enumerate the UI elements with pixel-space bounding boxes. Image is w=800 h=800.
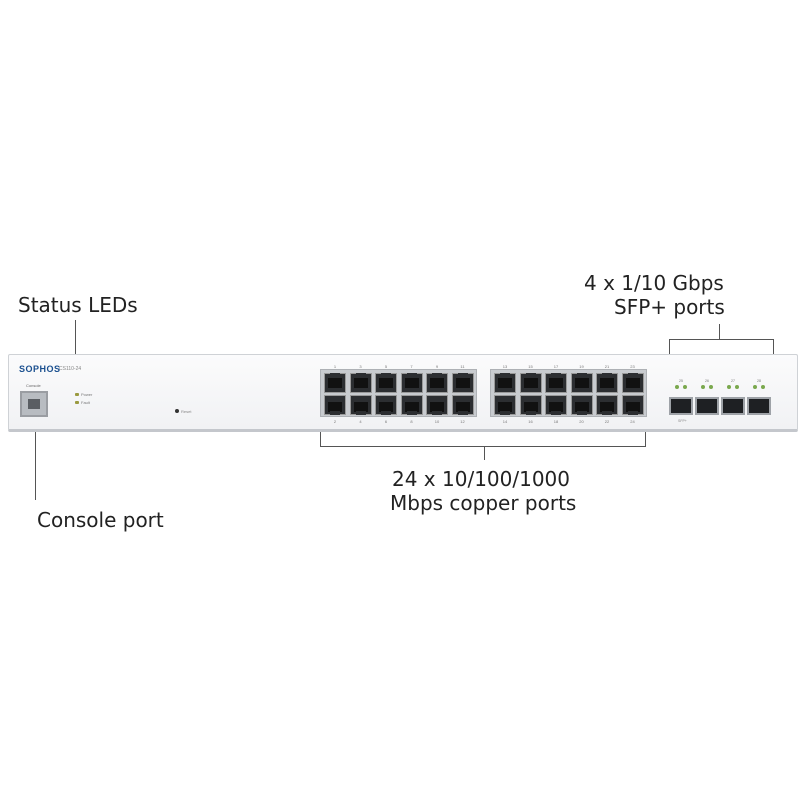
status-leds-callout: Status LEDs — [18, 293, 138, 317]
sfp-callout-line2: SFP+ ports — [614, 295, 725, 319]
sfp-port-27[interactable] — [721, 397, 745, 415]
port-number: 6 — [384, 419, 388, 424]
port-number: 5 — [384, 364, 388, 369]
sfp-status-led — [727, 385, 731, 389]
copper-port-23[interactable] — [621, 373, 644, 393]
copper-port-block-1 — [320, 369, 477, 417]
copper-callout-line2: Mbps copper ports — [390, 491, 577, 515]
copper-port-21[interactable] — [596, 373, 618, 393]
port-number: 19 — [579, 364, 584, 369]
port-number: 23 — [630, 364, 635, 369]
sfp-bracket-stem — [719, 324, 720, 340]
port-number: 16 — [528, 419, 533, 424]
copper-port-7[interactable] — [400, 373, 423, 393]
copper-port-15[interactable] — [519, 373, 542, 393]
copper-port-9[interactable] — [426, 373, 448, 393]
port-number: 18 — [553, 419, 559, 424]
sfp-status-led — [709, 385, 713, 389]
port-number: 20 — [579, 419, 584, 424]
port-number: 11 — [460, 364, 465, 369]
copper-port-14[interactable] — [494, 395, 516, 415]
copper-port-18[interactable] — [545, 395, 567, 415]
copper-bracket-bottom — [320, 446, 646, 447]
copper-port-24[interactable] — [621, 395, 644, 415]
sfp-status-led — [683, 385, 687, 389]
port-number: 2 — [333, 419, 337, 424]
sfp-status-led — [735, 385, 739, 389]
port-number: 15 — [528, 364, 533, 369]
copper-port-16[interactable] — [519, 395, 542, 415]
model-label: CS110-24 — [59, 366, 82, 372]
sfp-port-number: 27 — [731, 379, 735, 383]
sfp-status-led — [761, 385, 765, 389]
fault-led-label: Fault — [81, 400, 90, 405]
copper-bracket-right — [645, 430, 646, 447]
port-number: 8 — [410, 419, 413, 424]
port-number: 24 — [630, 419, 635, 424]
copper-port-17[interactable] — [545, 373, 567, 393]
copper-callout-line1: 24 x 10/100/1000 — [392, 467, 570, 491]
copper-port-22[interactable] — [596, 395, 618, 415]
sfp-status-led — [675, 385, 679, 389]
copper-bracket-left — [320, 430, 321, 447]
sfp-bracket-top — [669, 339, 774, 340]
copper-port-11[interactable] — [451, 373, 474, 393]
port-number: 9 — [435, 364, 439, 369]
copper-port-5[interactable] — [375, 373, 397, 393]
copper-port-3[interactable] — [349, 373, 372, 393]
copper-port-12[interactable] — [451, 395, 474, 415]
console-port[interactable] — [20, 391, 48, 417]
port-number: 4 — [359, 419, 362, 424]
power-led — [75, 393, 79, 396]
port-number: 13 — [502, 364, 508, 369]
sfp-port-28[interactable] — [747, 397, 771, 415]
console-leader — [35, 420, 36, 500]
sfp-port-25[interactable] — [669, 397, 693, 415]
power-led-label: Power — [81, 392, 93, 397]
copper-bracket-stem — [484, 446, 485, 460]
copper-port-4[interactable] — [349, 395, 372, 415]
reset-button[interactable] — [175, 409, 179, 413]
copper-port-6[interactable] — [375, 395, 397, 415]
copper-port-1[interactable] — [324, 373, 346, 393]
console-callout: Console port — [37, 508, 164, 532]
copper-port-2[interactable] — [324, 395, 346, 415]
reset-label: Reset — [181, 409, 192, 414]
port-number: 21 — [604, 364, 610, 369]
brand-logo: SOPHOS — [19, 364, 61, 374]
copper-port-10[interactable] — [426, 395, 448, 415]
sfp-port-number: 28 — [757, 379, 761, 383]
fault-led — [75, 401, 79, 404]
copper-port-19[interactable] — [570, 373, 593, 393]
copper-port-20[interactable] — [570, 395, 593, 415]
port-number: 7 — [410, 364, 413, 369]
sfp-port-26[interactable] — [695, 397, 719, 415]
port-number: 10 — [434, 419, 440, 424]
copper-port-block-2 — [490, 369, 647, 417]
switch-front-panel: SOPHOS CS110-24 Console Power Fault Rese… — [8, 354, 798, 432]
port-number: 1 — [333, 364, 337, 369]
sfp-group-label: SFP+ — [678, 419, 687, 423]
console-label: Console — [26, 383, 41, 388]
port-number: 17 — [553, 364, 559, 369]
sfp-port-number: 25 — [679, 379, 683, 383]
port-number: 14 — [502, 419, 508, 424]
sfp-status-led — [753, 385, 757, 389]
sfp-port-number: 26 — [705, 379, 709, 383]
port-number: 12 — [460, 419, 465, 424]
port-number: 22 — [604, 419, 610, 424]
sfp-callout-line1: 4 x 1/10 Gbps — [584, 271, 724, 295]
copper-port-8[interactable] — [400, 395, 423, 415]
sfp-status-led — [701, 385, 705, 389]
copper-port-13[interactable] — [494, 373, 516, 393]
port-number: 3 — [359, 364, 362, 369]
